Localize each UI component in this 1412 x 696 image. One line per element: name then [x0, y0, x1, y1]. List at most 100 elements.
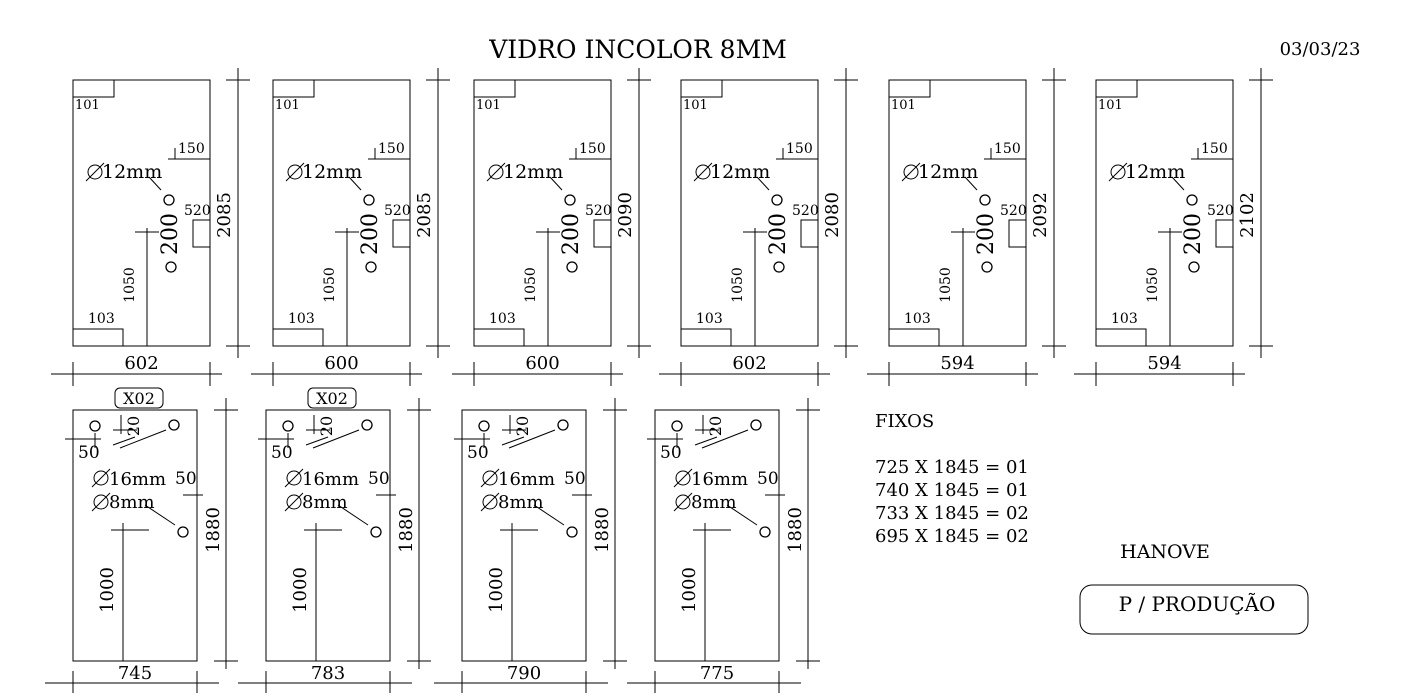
leader-line [305, 436, 329, 446]
corner-box-bottom [681, 328, 732, 346]
dim-width: 594 [1147, 353, 1181, 374]
dim-1000: 1000 [679, 567, 700, 613]
panel-tag: X02 [316, 389, 348, 408]
panel-outline [72, 409, 198, 662]
hole [168, 419, 180, 431]
leader-line [119, 429, 167, 449]
dim-1000: 1000 [290, 567, 311, 613]
dim-bracket [800, 219, 818, 248]
hole-diameter-16: 16mm [498, 469, 555, 490]
leader-line [694, 436, 718, 446]
hole [981, 261, 993, 273]
dim-1000: 1000 [97, 567, 118, 613]
dim-150: 150 [1201, 141, 1228, 157]
hole [370, 526, 382, 538]
dim-height: 1880 [785, 507, 806, 553]
corner-box-top [681, 80, 723, 98]
leader-line [337, 504, 369, 526]
dim-50-right: 50 [564, 469, 586, 489]
diameter-circle [93, 494, 109, 510]
dim-height: 1880 [592, 507, 613, 553]
dim-200: 200 [766, 213, 791, 255]
hole [979, 194, 991, 206]
diameter-icon [486, 162, 506, 182]
panel-tag: X02 [123, 389, 155, 408]
diameter-circle [675, 470, 691, 486]
corner-code-bottom: 103 [88, 311, 115, 327]
leader-line [148, 176, 162, 191]
dim-150: 150 [994, 141, 1021, 157]
corner-box-bottom [73, 328, 124, 346]
diameter-circle [286, 494, 302, 510]
dim-height: 1880 [396, 507, 417, 553]
diameter-slash [285, 162, 305, 182]
dim-height: 1880 [203, 507, 224, 553]
dim-bracket [1008, 219, 1026, 248]
diameter-slash [85, 162, 105, 182]
dim-200: 200 [974, 213, 999, 255]
diameter-icon [91, 468, 111, 488]
production-stamp-box [1079, 584, 1309, 635]
hole [564, 194, 576, 206]
diameter-slash [284, 492, 304, 512]
dim-20: 20 [706, 416, 725, 436]
panel-outline [888, 79, 1027, 347]
dim-bracket [1215, 219, 1233, 248]
dim-width: 602 [124, 353, 158, 374]
corner-code-top: 101 [75, 98, 100, 113]
hole [365, 261, 377, 273]
dim-520: 520 [1000, 203, 1027, 219]
dim-1050: 1050 [322, 267, 338, 303]
panel-outline [461, 409, 587, 662]
dim-height: 2092 [1030, 192, 1051, 238]
corner-box-top [73, 80, 115, 98]
panel-outline [680, 79, 819, 347]
diameter-slash [673, 468, 693, 488]
diameter-circle [87, 164, 103, 180]
hole [361, 419, 373, 431]
panel-outline [265, 409, 391, 662]
fixos-line: 725 X 1845 = 01 [875, 457, 1029, 478]
corner-code-top: 101 [1098, 98, 1123, 113]
diameter-circle [286, 470, 302, 486]
diameter-icon [673, 468, 693, 488]
dim-200: 200 [158, 213, 183, 255]
dim-1000: 1000 [486, 567, 507, 613]
dim-height: 2080 [822, 192, 843, 238]
leader-line [348, 176, 362, 191]
corner-code-bottom: 103 [489, 311, 516, 327]
dim-width: 775 [700, 663, 734, 684]
diameter-slash [673, 492, 693, 512]
corner-code-top: 101 [476, 98, 501, 113]
corner-code-bottom: 103 [288, 311, 315, 327]
panel-tag-box [114, 387, 164, 409]
diameter-icon [284, 492, 304, 512]
diameter-circle [695, 164, 711, 180]
dim-520: 520 [1207, 203, 1234, 219]
dim-150: 150 [178, 141, 205, 157]
production-stamp: P / PRODUÇÃO [1119, 592, 1276, 616]
hole-diameter-16: 16mm [691, 469, 748, 490]
corner-box-top [1096, 80, 1138, 98]
dim-height: 2090 [615, 192, 636, 238]
corner-code-bottom: 103 [1111, 311, 1138, 327]
panel-outline [272, 79, 411, 347]
hole [1188, 261, 1200, 273]
dim-width: 602 [732, 353, 766, 374]
diameter-circle [482, 494, 498, 510]
corner-code-top: 101 [275, 98, 300, 113]
fixos-line: 740 X 1845 = 01 [875, 480, 1029, 501]
dim-200: 200 [559, 213, 584, 255]
dim-width: 790 [507, 663, 541, 684]
leader-line [964, 176, 978, 191]
corner-box-bottom [474, 328, 525, 346]
hole [557, 419, 569, 431]
hole-diameter-label: 12mm [302, 161, 362, 183]
dim-200: 200 [1181, 213, 1206, 255]
hole-diameter-8: 8mm [109, 492, 155, 513]
panel-outline [654, 409, 780, 662]
